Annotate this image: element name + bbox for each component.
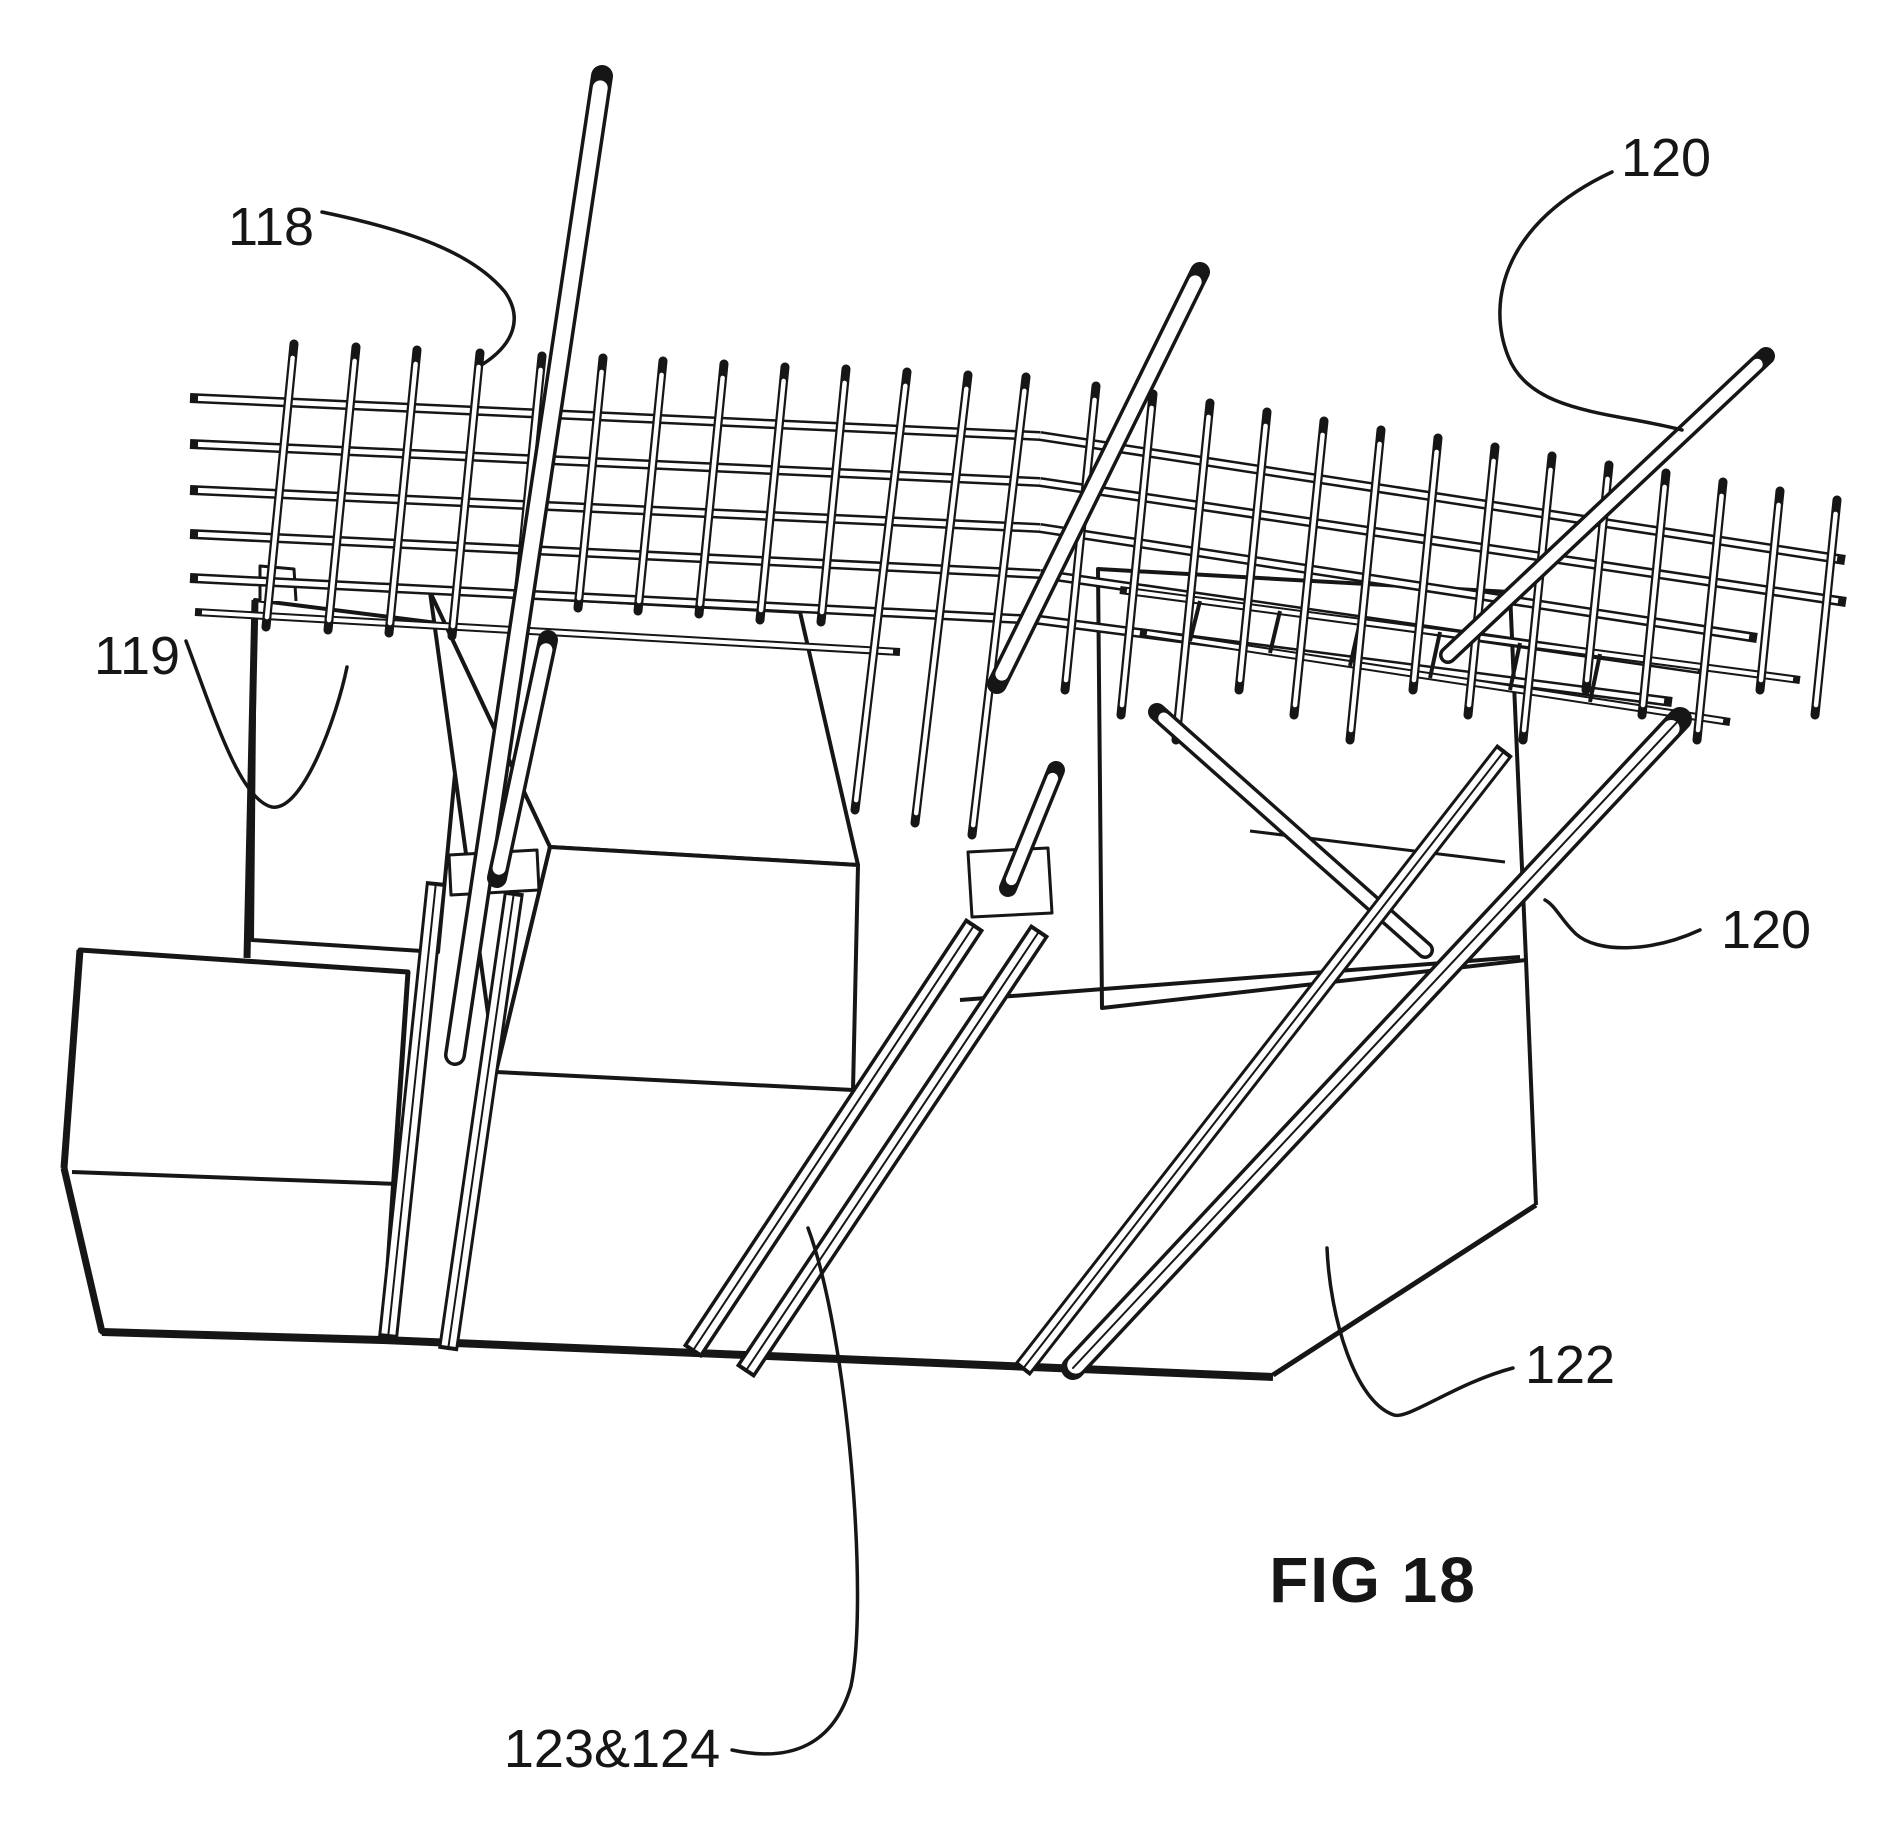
reference-label-122: 122 — [1525, 1335, 1615, 1395]
channel-rails-123-124 — [378, 707, 1692, 1380]
reference-label-119: 119 — [94, 626, 180, 686]
reference-label-123-124: 123&124 — [504, 1719, 720, 1779]
reference-label-120-right: 120 — [1721, 900, 1811, 960]
leader-line-123-124 — [730, 1226, 860, 1756]
annotations: 118 119 120 120 122 123&124 FIG 18 — [94, 128, 1811, 1779]
leader-line-118 — [320, 210, 516, 366]
rebar-mesh-118 — [189, 339, 1847, 840]
figure-caption: FIG 18 — [1269, 1544, 1477, 1616]
leader-line-120-top — [1498, 170, 1684, 432]
reference-label-120-top: 120 — [1621, 128, 1711, 188]
elongate-rods-120 — [444, 65, 1775, 1066]
leader-line-120-right — [1543, 898, 1702, 950]
reference-label-118: 118 — [228, 197, 314, 257]
leader-line-122 — [1325, 1246, 1515, 1418]
leader-line-119 — [184, 639, 349, 809]
formwork-blocks — [60, 564, 1538, 1381]
